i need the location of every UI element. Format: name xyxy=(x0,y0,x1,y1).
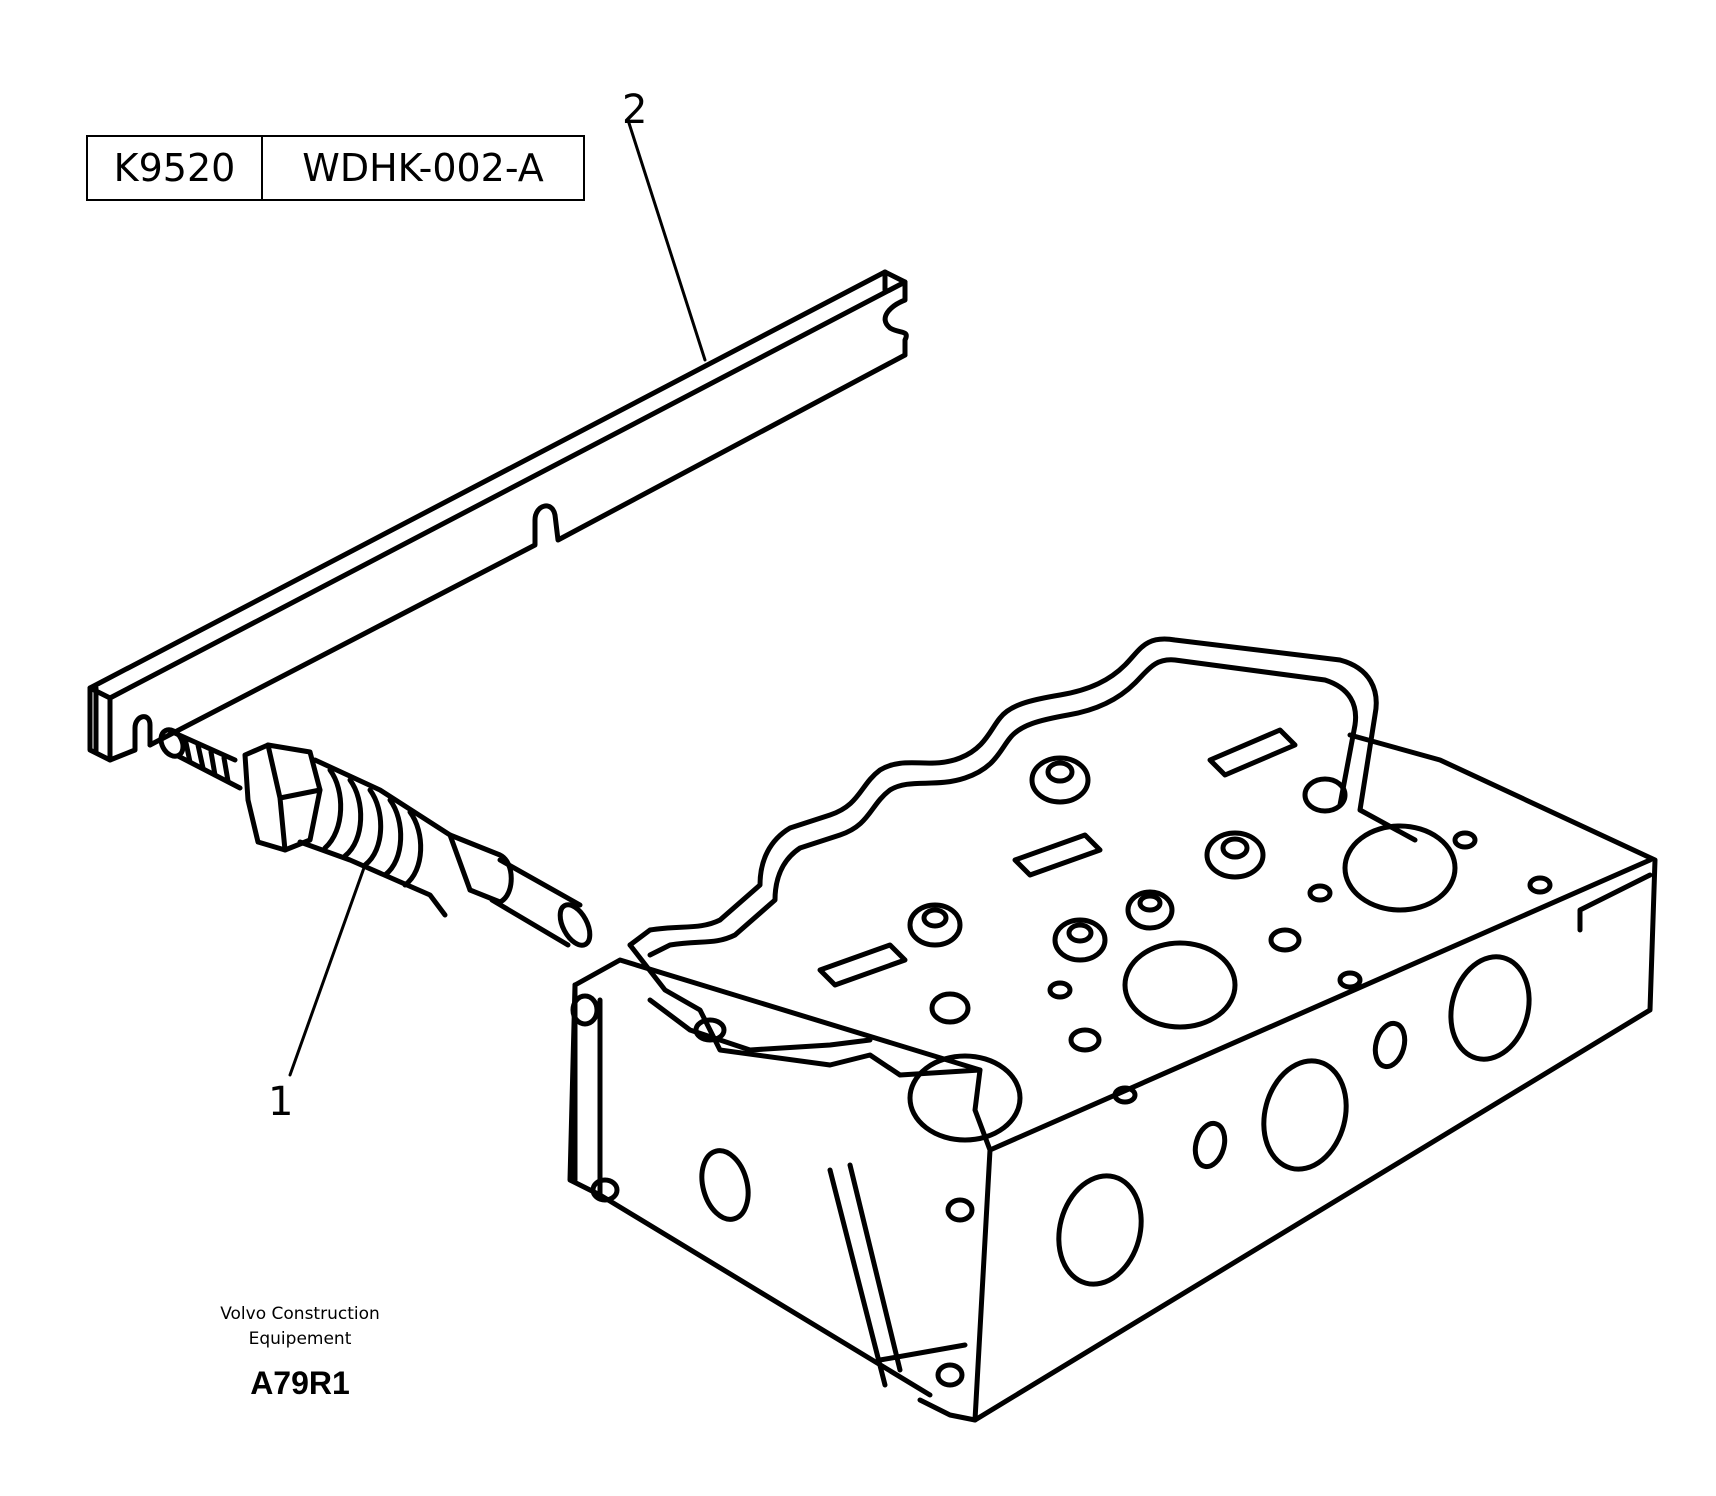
leader-line-2 xyxy=(626,118,707,362)
part-code: K9520 xyxy=(88,137,263,199)
connection-bar xyxy=(87,269,909,763)
callout-1: 1 xyxy=(268,1079,294,1125)
drawing-code: A79R1 xyxy=(250,1365,350,1401)
group-code: WDHK-002-A xyxy=(302,146,544,190)
callout-2: 2 xyxy=(622,87,648,133)
brand-text: Volvo Construction Equipement xyxy=(190,1302,410,1352)
cylinder-head xyxy=(567,636,1658,1423)
brand-line-2: Equipement xyxy=(248,1329,352,1349)
brand-line-1: Volvo Construction xyxy=(220,1304,380,1324)
leader-line-1 xyxy=(288,863,367,1077)
drawing-code-box: K9520 WDHK-002-A xyxy=(86,135,585,201)
glow-plug xyxy=(158,727,593,948)
